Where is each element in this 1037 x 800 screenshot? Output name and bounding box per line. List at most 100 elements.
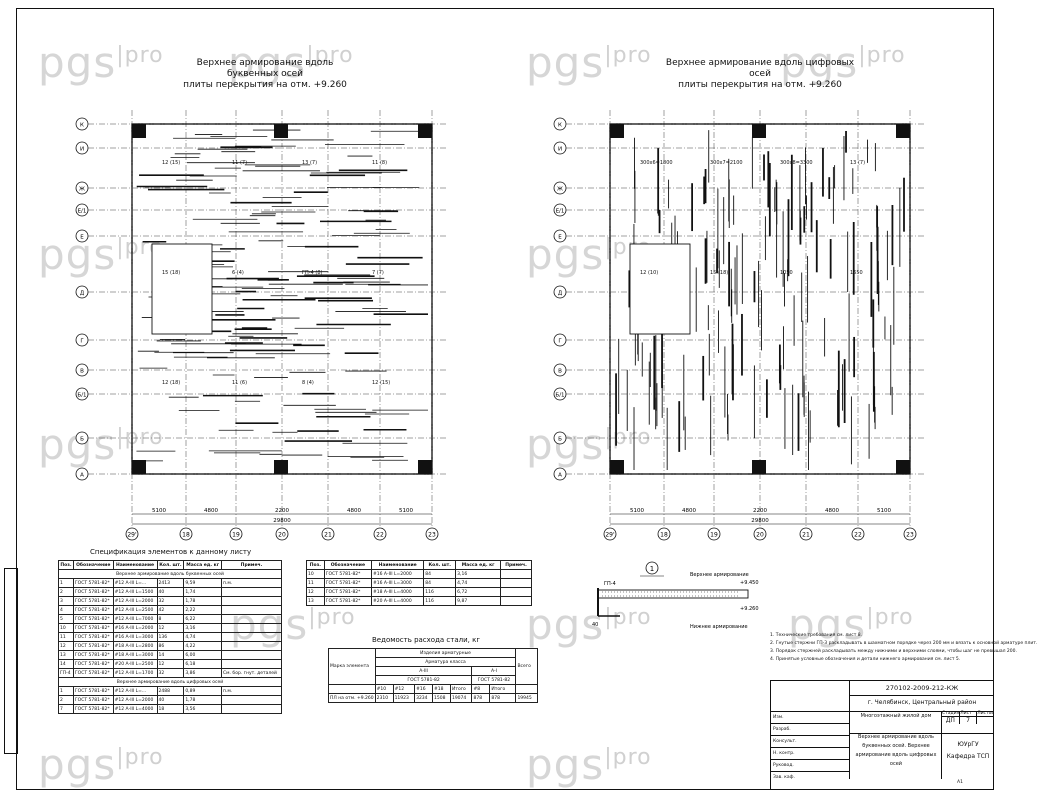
watermark: pgs|pro [526, 420, 652, 469]
title-block: 270102-2009-212-КЖ г. Челябинск, Централ… [770, 680, 994, 790]
city: г. Челябинск, Центральный район [849, 695, 994, 712]
steel-value: 3234 [414, 693, 434, 703]
row-axis-label: Е [80, 235, 84, 241]
section-dim: 40 [592, 622, 598, 628]
signature-role: Руковод. [771, 759, 849, 771]
row-axis-label: Г [80, 339, 84, 345]
column-axis-label: 21 [802, 532, 810, 539]
column-header: Примеч. [221, 560, 282, 570]
stage-block: Стадия Лист Листов ДП 7 [941, 711, 994, 734]
notes: 1. Технические требования см. лист 8. 2.… [770, 632, 1037, 664]
org-block: ЮУрГУ Кафедра ТСП [941, 733, 994, 779]
spec-caption: Спецификация элементов к данному листу [90, 548, 252, 556]
steel-value: 11923 [392, 693, 416, 703]
doc-code: 270102-2009-212-КЖ [849, 681, 994, 696]
column-axis-label: 19 [710, 532, 718, 539]
right-plan-title: Верхнее армирование вдоль цифровых осей … [665, 58, 855, 90]
watermark: pgs|pro [788, 600, 914, 649]
column-axis-label: 20 [278, 532, 286, 539]
row-axis-label: Г [558, 339, 562, 345]
steel-col-header: #18 [432, 684, 451, 694]
column-header: Поз. [58, 560, 74, 570]
side-stamp [4, 568, 18, 754]
signature-role: Зав. каф. [771, 771, 849, 783]
column-axis-label: 22 [376, 532, 384, 539]
steel-class-a1: А-I [471, 666, 517, 676]
rebar-label: 12 (15) [162, 160, 180, 166]
steel-col-header: #8 [471, 684, 491, 694]
steel-total-header: Всего [515, 648, 538, 685]
row-axis-label: В [80, 369, 84, 375]
sheet-value: 7 [960, 717, 978, 724]
steel-total: 19945 [515, 693, 538, 703]
total-dimension: 29800 [751, 518, 769, 524]
row-axis-label: Е/1 [556, 209, 565, 215]
section-view: 1 ГП-4 Верхнее армирование Нижнее армиро… [592, 561, 759, 630]
dimension-label: 4800 [347, 508, 361, 514]
rebar-label: 1650 [850, 270, 863, 276]
column-axis-label: 22 [854, 532, 862, 539]
column-header: Наименование [370, 560, 425, 570]
rebar-label: 300x8=3300 [780, 160, 813, 166]
sheet-label: Лист [960, 711, 978, 716]
rebar-label: 13 (7) [302, 160, 317, 166]
column-axis-label: 20 [756, 532, 764, 539]
column-axis-label: 29' [127, 532, 137, 539]
row-axis-label: А [80, 473, 84, 479]
steel-gost-b: ГОСТ 5781-82 [471, 675, 517, 685]
row-axis-label: Б/1 [77, 393, 86, 399]
rebar-label: 11 (8) [372, 160, 387, 166]
rebar-label: 300x6=1800 [640, 160, 673, 166]
dimension-label: 5100 [877, 508, 891, 514]
rebar-label: 15 (18) [162, 270, 180, 276]
section-lower-label: Нижнее армирование [690, 624, 748, 630]
column-header: Кол. шт. [156, 560, 185, 570]
row-axis-label: К [80, 123, 84, 129]
rebar-label: ГП-4 (8) [302, 270, 323, 276]
dimension-label: 4800 [682, 508, 696, 514]
rebar-label: 11 (7) [232, 160, 247, 166]
column-header: Масса ед. кг [455, 560, 502, 570]
steel-value: 878 [489, 693, 517, 703]
watermark: pgs|pro [38, 740, 164, 789]
signature-role: Н. контр. [771, 747, 849, 759]
rebar-label: 7 (7) [372, 270, 384, 276]
org-name: ЮУрГУ [957, 741, 979, 748]
row-axis-label: Ж [557, 187, 563, 193]
signature-role: Разраб. [771, 723, 849, 735]
steel-value: 2310 [374, 693, 394, 703]
dimension-label: 2200 [275, 508, 289, 514]
column-axis-label: 18 [660, 532, 668, 539]
section-header: Верхнее армирование вдоль цифровых осей [58, 677, 282, 687]
row-axis-label: К [558, 123, 562, 129]
total-dimension: 29800 [273, 518, 291, 524]
signatures: Изм.Разраб.Консульт.Н. контр.Руковод.Зав… [771, 711, 849, 783]
watermark: pgs|pro [526, 600, 652, 649]
steel-col-header: #16 [414, 684, 434, 694]
column-axis-label: 18 [182, 532, 190, 539]
steel-mark-header: Марка элемента [328, 648, 376, 685]
section-elev2: +9.260 [740, 606, 759, 612]
rebar-label: 15 (18) [710, 270, 728, 276]
column-axis-label: 23 [906, 532, 914, 539]
org-department: Кафедра ТСП [946, 753, 990, 760]
column-axis-label: 23 [428, 532, 436, 539]
row-axis-label: И [558, 147, 562, 153]
column-header: Кол. шт. [423, 560, 457, 570]
section-ref: ГП-4 [604, 581, 616, 587]
steel-class-a3: А-III [374, 666, 473, 676]
rebar-label: 8 (4) [302, 380, 314, 386]
row-axis-label: Б/1 [555, 393, 564, 399]
steel-caption: Ведомость расхода стали, кг [372, 636, 481, 644]
column-axis-label: 21 [324, 532, 332, 539]
row-axis-label: Е/1 [78, 209, 87, 215]
